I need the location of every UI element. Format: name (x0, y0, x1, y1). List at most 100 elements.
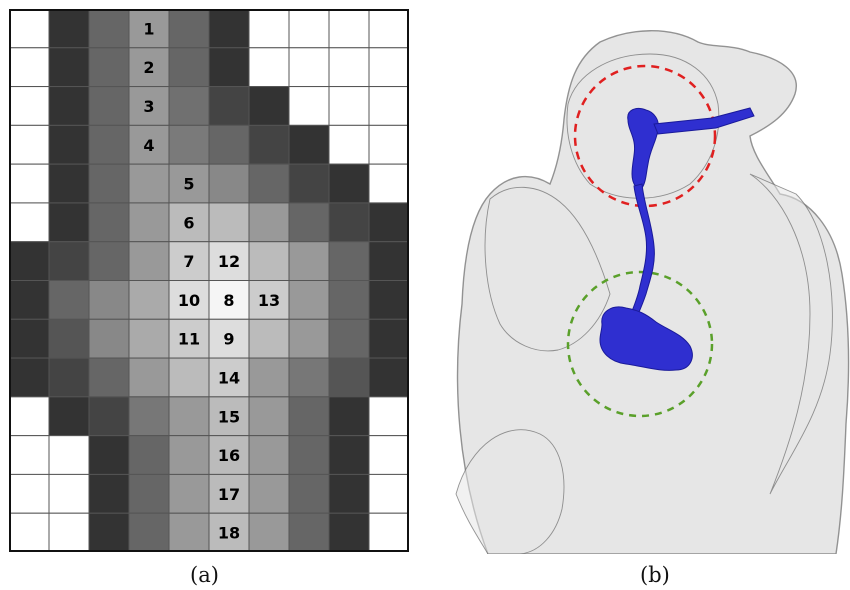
grid-cell (208, 202, 250, 243)
grid-cell (128, 280, 170, 320)
grid-cell (208, 473, 250, 514)
grid-cell (288, 47, 330, 88)
grid-cell (208, 512, 250, 553)
grid-cell (88, 163, 130, 204)
lower-region-circle (566, 270, 714, 418)
lower-blob (599, 306, 693, 371)
grid-cell (248, 47, 290, 88)
surface-fold-low (455, 429, 565, 555)
grid-cell (208, 435, 250, 475)
grid-label: 4 (143, 136, 154, 155)
grid-cell (8, 163, 50, 204)
grid-cell (128, 318, 170, 359)
grid-cell (88, 396, 130, 437)
grid-cell (368, 512, 410, 553)
grid-cell (128, 8, 170, 49)
grid-cell (328, 241, 370, 281)
grid-cell (168, 512, 210, 553)
grid-cell (288, 241, 330, 281)
grid-cell (168, 435, 210, 475)
grid-cell (8, 47, 50, 88)
grid-cell (128, 202, 170, 243)
grid-cell (168, 8, 210, 49)
grid-cell (328, 47, 370, 88)
grid-label: 2 (143, 58, 154, 77)
grid-cell (48, 357, 90, 398)
grid-cell (8, 396, 50, 437)
grid-label: 12 (218, 252, 240, 271)
grid-cell (288, 8, 330, 49)
surface-rendering (455, 30, 850, 555)
grid-label: 17 (218, 485, 240, 504)
grid-label: 3 (143, 97, 154, 116)
grid-cell (88, 241, 130, 281)
grid-cell (48, 202, 90, 243)
grid-cell (288, 280, 330, 320)
grid-cell (88, 8, 130, 49)
grid-cell (88, 280, 130, 320)
grid-cell (368, 241, 410, 281)
grid-label: 11 (178, 330, 200, 349)
grid-cell (288, 318, 330, 359)
caption-b: (b) (640, 563, 670, 587)
grid-cell (48, 473, 90, 514)
grid-cell (208, 124, 250, 165)
grid-cell (168, 47, 210, 88)
grid-cell (88, 86, 130, 126)
grid-cell (8, 241, 50, 281)
grid-cell (88, 357, 130, 398)
grid-cell (368, 163, 410, 204)
grid-cell (368, 280, 410, 320)
grid-cell (328, 435, 370, 475)
grid-cell (208, 163, 250, 204)
grid-cell (368, 86, 410, 126)
grid-label: 10 (178, 291, 200, 310)
grid-cell (168, 202, 210, 243)
grid-label: 8 (223, 291, 234, 310)
grid-cell (128, 473, 170, 514)
grid-border (9, 9, 409, 552)
grid-cell (368, 396, 410, 437)
grid-label: 14 (218, 368, 240, 387)
translucent-surface (456, 30, 850, 555)
grid-cell (48, 280, 90, 320)
grid-cell (168, 124, 210, 165)
grid-cell (48, 86, 90, 126)
grid-cell (368, 124, 410, 165)
grid-cell (328, 8, 370, 49)
grid-cell (88, 124, 130, 165)
grid-cell (288, 124, 330, 165)
grid-cell (48, 241, 90, 281)
grid-cell (288, 86, 330, 126)
caption-a: (a) (190, 563, 219, 587)
grid-cell (248, 241, 290, 281)
grid-cell (288, 435, 330, 475)
grid-cell (88, 473, 130, 514)
grid-cell (208, 241, 250, 281)
grid-cell (88, 202, 130, 243)
grid-cell (128, 435, 170, 475)
grid-cell (8, 202, 50, 243)
grid-cell (48, 163, 90, 204)
grid-cell (48, 318, 90, 359)
grid-cell (168, 86, 210, 126)
grid-cell (48, 47, 90, 88)
grid-cell (328, 124, 370, 165)
grid-label: 18 (218, 524, 240, 543)
grid-cell (248, 318, 290, 359)
grid-cell (8, 124, 50, 165)
grid-cell (288, 512, 330, 553)
grid-label: 5 (183, 175, 194, 194)
grid-cell (368, 318, 410, 359)
grid-cell (88, 318, 130, 359)
grid-cell (368, 473, 410, 514)
upper-blob (627, 107, 659, 190)
grid-cell (48, 435, 90, 475)
grid-cell (48, 396, 90, 437)
grid-cell (208, 357, 250, 398)
grid-cell (8, 280, 50, 320)
grid-cell (168, 357, 210, 398)
grid-cell (128, 396, 170, 437)
grid-cell (8, 357, 50, 398)
